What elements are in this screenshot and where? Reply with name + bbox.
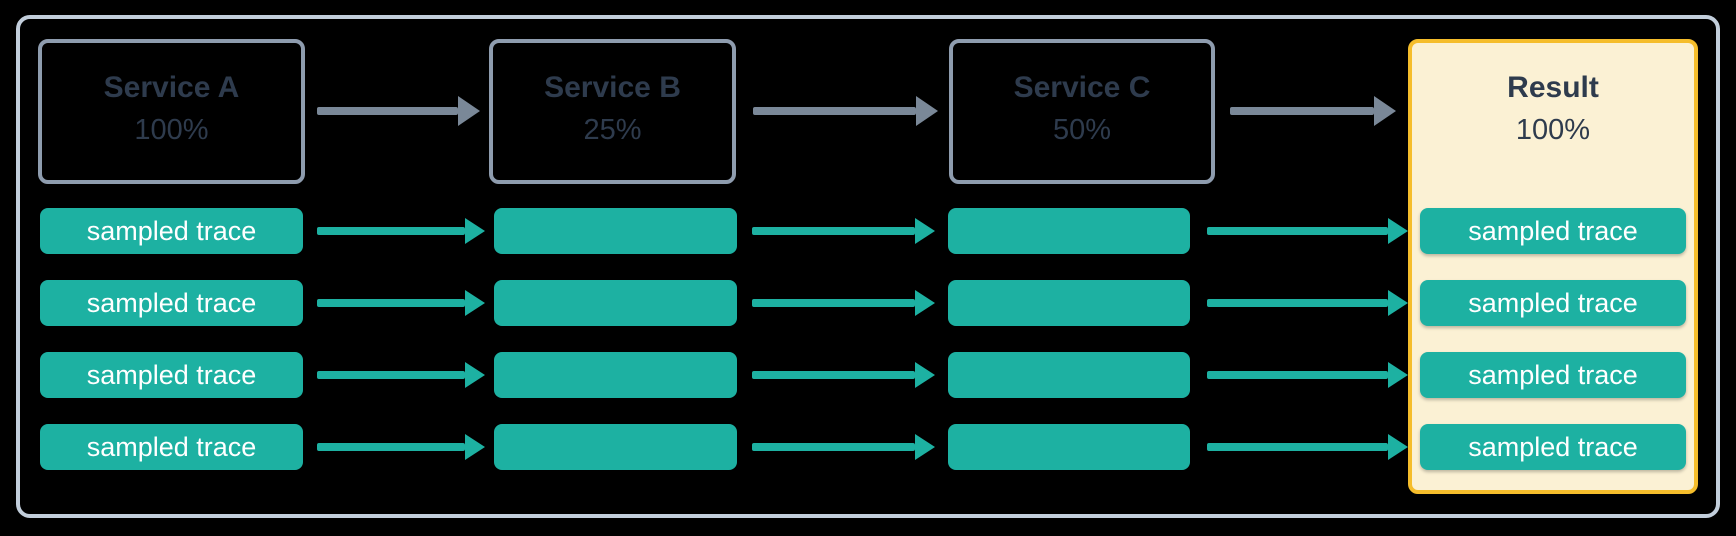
trace-box	[948, 208, 1190, 254]
arrow-head-icon	[916, 96, 938, 126]
arrow-head-icon	[1388, 362, 1408, 388]
trace-box	[494, 208, 737, 254]
trace-flow-arrow	[752, 362, 935, 388]
arrow-shaft	[752, 443, 915, 451]
arrow-head-icon	[1388, 290, 1408, 316]
arrow-shaft	[1230, 107, 1374, 115]
arrow-shaft	[752, 299, 915, 307]
arrow-head-icon	[915, 218, 935, 244]
arrow-head-icon	[1388, 434, 1408, 460]
arrow-shaft	[1207, 227, 1388, 235]
trace-box	[948, 352, 1190, 398]
sampled-trace-label: sampled trace	[1468, 359, 1638, 390]
trace-flow-arrow	[1207, 290, 1408, 316]
arrow-shaft	[317, 371, 465, 379]
arrow-head-icon	[458, 96, 480, 126]
trace-flow-arrow	[752, 290, 935, 316]
arrow-shaft	[1207, 443, 1388, 451]
service-a-box: Service A 100%	[38, 39, 305, 184]
result-titleblock: Result 100%	[1412, 67, 1694, 151]
trace-flow-arrow	[1207, 434, 1408, 460]
sampled-trace-label: sampled trace	[1468, 215, 1638, 246]
service-a-name: Service A	[103, 70, 240, 104]
trace-box	[494, 352, 737, 398]
result-name: Result	[1507, 71, 1599, 104]
sampled-trace-box: sampled trace	[40, 280, 303, 326]
result-rate: 100%	[1515, 114, 1591, 146]
service-flow-arrow	[753, 96, 938, 126]
service-c-name: Service C	[1013, 70, 1151, 104]
arrow-head-icon	[1374, 96, 1396, 126]
trace-flow-arrow	[752, 434, 935, 460]
sampled-trace-label: sampled trace	[86, 431, 257, 462]
arrow-shaft	[752, 371, 915, 379]
arrow-shaft	[317, 443, 465, 451]
pipeline-frame	[16, 15, 1720, 518]
arrow-shaft	[1207, 299, 1388, 307]
trace-flow-arrow	[317, 362, 485, 388]
sampled-trace-label: sampled trace	[1468, 431, 1638, 462]
service-c-rate: 50%	[1052, 113, 1112, 146]
trace-box	[494, 280, 737, 326]
service-b-box: Service B 25%	[489, 39, 736, 184]
trace-flow-arrow	[1207, 362, 1408, 388]
result-sampled-trace-box: sampled trace	[1420, 352, 1686, 398]
trace-flow-arrow	[1207, 218, 1408, 244]
service-b-rate: 25%	[583, 113, 642, 146]
sampled-trace-label: sampled trace	[86, 359, 257, 390]
arrow-head-icon	[465, 434, 485, 460]
arrow-head-icon	[915, 434, 935, 460]
service-a-rate: 100%	[134, 113, 209, 146]
sampled-trace-label: sampled trace	[86, 287, 257, 318]
result-sampled-trace-box: sampled trace	[1420, 424, 1686, 470]
arrow-shaft	[753, 107, 916, 115]
result-box: Result 100%	[1408, 39, 1698, 494]
arrow-head-icon	[465, 290, 485, 316]
sampled-trace-box: sampled trace	[40, 352, 303, 398]
trace-flow-arrow	[752, 218, 935, 244]
sampled-trace-label: sampled trace	[1468, 287, 1638, 318]
trace-flow-arrow	[317, 218, 485, 244]
arrow-head-icon	[915, 290, 935, 316]
arrow-head-icon	[1388, 218, 1408, 244]
trace-box	[948, 424, 1190, 470]
trace-box	[948, 280, 1190, 326]
result-sampled-trace-box: sampled trace	[1420, 280, 1686, 326]
arrow-shaft	[317, 299, 465, 307]
arrow-head-icon	[465, 218, 485, 244]
arrow-shaft	[1207, 371, 1388, 379]
sampled-trace-box: sampled trace	[40, 424, 303, 470]
arrow-shaft	[317, 227, 465, 235]
service-c-box: Service C 50%	[949, 39, 1215, 184]
service-flow-arrow	[1230, 96, 1396, 126]
trace-flow-arrow	[317, 434, 485, 460]
sampled-trace-box: sampled trace	[40, 208, 303, 254]
sampled-trace-label: sampled trace	[86, 215, 257, 246]
trace-box	[494, 424, 737, 470]
service-flow-arrow	[317, 96, 480, 126]
arrow-shaft	[317, 107, 458, 115]
result-sampled-trace-box: sampled trace	[1420, 208, 1686, 254]
arrow-head-icon	[465, 362, 485, 388]
trace-flow-arrow	[317, 290, 485, 316]
arrow-head-icon	[915, 362, 935, 388]
arrow-shaft	[752, 227, 915, 235]
service-b-name: Service B	[544, 70, 681, 104]
